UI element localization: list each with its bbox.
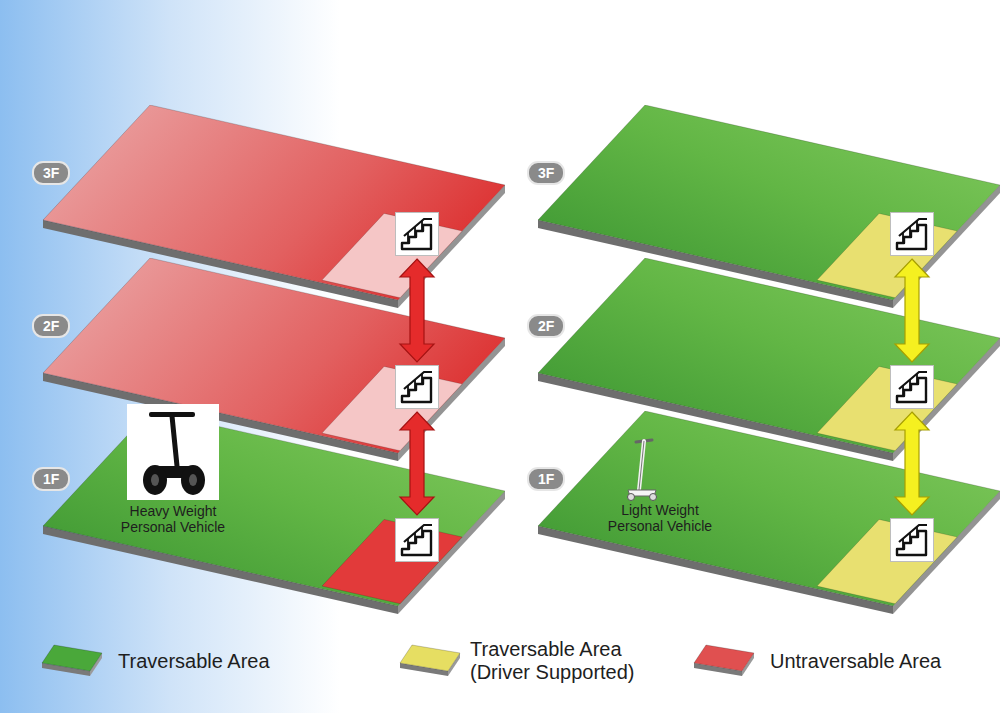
stair-area <box>322 213 462 297</box>
floor-shape <box>28 105 508 310</box>
floor-label: 1F <box>32 467 70 491</box>
floor-label-holder: 2F <box>527 314 565 338</box>
legend-swatch <box>398 643 462 677</box>
floor-plate: 2F <box>28 258 508 463</box>
floor-plate: 2F <box>523 258 1003 463</box>
floor-plate: 1F <box>28 411 508 616</box>
floor-shape <box>28 411 508 616</box>
floor-label-holder: 2F <box>32 314 70 338</box>
floor-top <box>43 411 505 606</box>
floor-top <box>538 258 1000 453</box>
legend-text: Traversable Area (Driver Supported) <box>470 638 670 684</box>
stair-area <box>322 519 462 603</box>
legend-swatch <box>692 643 756 677</box>
floor-label-holder: 3F <box>527 161 565 185</box>
floor-shape <box>523 105 1003 310</box>
floor-top <box>43 258 505 453</box>
swatch-shape <box>398 643 462 677</box>
stair-area <box>817 213 957 297</box>
floor-shape <box>523 411 1003 616</box>
floor-label-holder: 3F <box>32 161 70 185</box>
floor-top <box>43 105 505 300</box>
vehicle-caption: Heavy Weight Personal Vehicle <box>108 503 238 535</box>
legend-text: Traversable Area <box>118 650 378 673</box>
floor-label: 2F <box>527 314 565 338</box>
stair-area <box>817 366 957 450</box>
floor-label: 3F <box>32 161 70 185</box>
floor-plate: 3F <box>523 105 1003 310</box>
floor-top <box>538 105 1000 300</box>
floor-top <box>538 411 1000 606</box>
floor-label-holder: 1F <box>527 467 565 491</box>
floor-plate: 1F <box>523 411 1003 616</box>
vehicle-caption: Light Weight Personal Vehicle <box>600 502 720 534</box>
legend-swatch <box>40 643 104 677</box>
floor-label: 1F <box>527 467 565 491</box>
floor-shape <box>523 258 1003 463</box>
floor-label: 2F <box>32 314 70 338</box>
swatch-shape <box>40 643 104 677</box>
floor-plate: 3F <box>28 105 508 310</box>
floor-label-holder: 1F <box>32 467 70 491</box>
floor-shape <box>28 258 508 463</box>
stair-area <box>322 366 462 450</box>
legend-text: Untraversable Area <box>770 650 990 673</box>
swatch-shape <box>692 643 756 677</box>
stair-area <box>817 519 957 603</box>
floor-label: 3F <box>527 161 565 185</box>
